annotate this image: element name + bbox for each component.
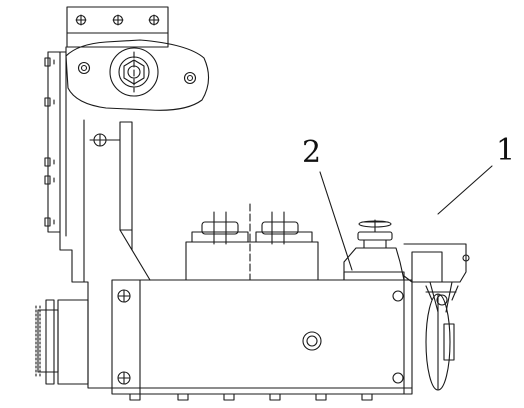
callout-label-1: 1 (496, 133, 516, 168)
leader-line-2 (320, 172, 352, 270)
vertical-column (45, 47, 112, 388)
callout-label-2: 2 (302, 135, 322, 170)
bracket-bolt-heads (76, 15, 159, 25)
leader-lines (320, 166, 492, 270)
cam-plate (66, 40, 209, 110)
inner-frame (90, 122, 150, 280)
top-mounting-bracket (67, 7, 168, 47)
bearing-housing (186, 204, 318, 280)
gearbox-body (112, 280, 412, 400)
adjusting-mount-part-2 (344, 220, 404, 280)
bottom-bolts (130, 394, 372, 400)
leader-line-1 (438, 166, 492, 214)
tensioner-arm-part-1 (404, 244, 469, 390)
left-sprocket (36, 300, 88, 384)
